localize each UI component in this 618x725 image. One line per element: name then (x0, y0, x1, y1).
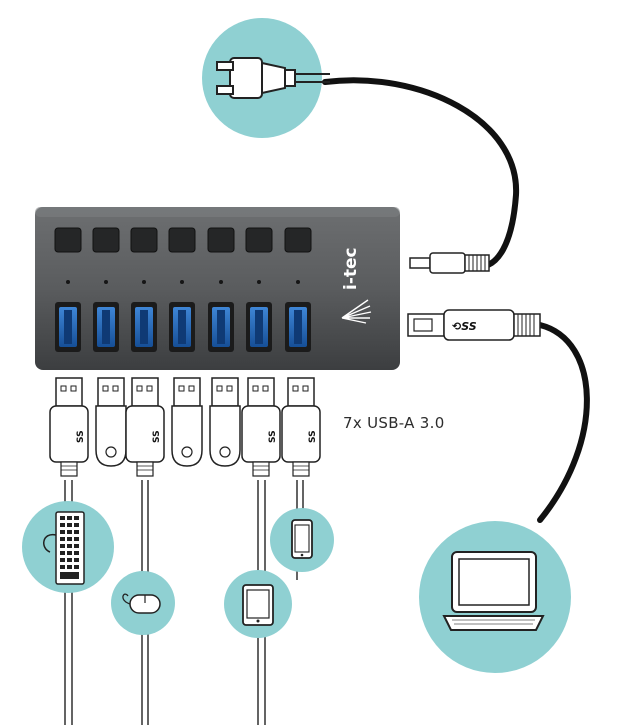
flash-drive (95, 377, 127, 467)
mouse-icon (111, 571, 175, 635)
svg-text:SS: SS (308, 430, 318, 443)
usb-a-plug: SS (125, 377, 165, 477)
flash-drive (171, 377, 203, 467)
svg-text:⟲SS: ⟲SS (452, 320, 477, 333)
dc-power-plug (409, 252, 490, 274)
usb-a-plug: SS (241, 377, 281, 477)
power-button (245, 227, 273, 253)
brand-logo-text: i-tec (341, 247, 361, 290)
power-button (92, 227, 120, 253)
keyboard-icon (22, 501, 114, 593)
power-adapter-icon (202, 18, 520, 268)
usb-ports (55, 302, 311, 352)
power-button (284, 227, 312, 253)
power-buttons (54, 227, 312, 253)
power-button (54, 227, 82, 253)
flash-drive (209, 377, 241, 467)
svg-text:SS: SS (152, 430, 162, 443)
phone-icon (270, 508, 334, 572)
logo-rays (341, 299, 372, 324)
product-caption: 7x USB-A 3.0 (343, 414, 445, 432)
status-leds (66, 280, 300, 284)
i-tec-logo: i-tec (341, 247, 361, 290)
usb-a-plug: SS (49, 377, 89, 477)
power-button (130, 227, 158, 253)
power-button (168, 227, 196, 253)
usb-a-plug: SS (281, 377, 321, 477)
svg-text:SS: SS (76, 430, 86, 443)
svg-text:SS: SS (268, 430, 278, 443)
laptop-icon (419, 322, 590, 673)
tablet-icon (224, 570, 292, 638)
usb-b-plug: ⟲SS (407, 309, 541, 341)
power-button (207, 227, 235, 253)
